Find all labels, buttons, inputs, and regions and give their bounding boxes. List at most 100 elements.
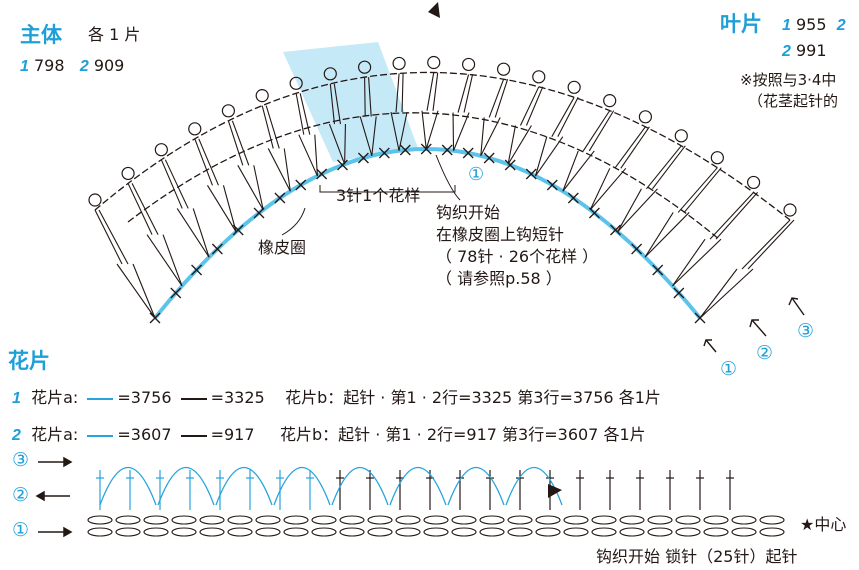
chain-stitch-mark <box>143 527 169 537</box>
reference-description: （ 请参照p.58 ） <box>436 269 562 288</box>
elastic-label: 橡皮圈 <box>258 238 307 257</box>
leaf-note-line1: ※按照与3·4中 <box>740 71 837 89</box>
treble-crochet-mark <box>557 97 579 137</box>
picot-mark <box>638 110 653 124</box>
picot-mark <box>532 70 546 84</box>
flower-row-arrows <box>35 456 73 538</box>
leaf-row1-number: 1 <box>782 17 791 34</box>
treble-crochet-mark <box>709 192 754 240</box>
double-crochet-mark <box>206 185 237 233</box>
chain-stitch-mark <box>311 527 337 537</box>
treble-crochet-mark <box>333 83 341 125</box>
double-crochet-mark <box>425 110 439 150</box>
flower-start-label: 钩织开始 锁针（25针）起针 <box>596 547 798 566</box>
treble-crochet-mark <box>614 126 646 169</box>
treble-crochet-mark <box>299 93 311 135</box>
treble-crochet-mark <box>551 97 575 137</box>
petal-arch-mark <box>447 466 505 506</box>
picot-mark <box>188 122 202 136</box>
chain-stitch-mark <box>759 527 785 537</box>
treble-crochet-mark <box>231 120 250 166</box>
treble-crochet-mark <box>494 79 509 118</box>
leaf-row2: 2 991 <box>782 43 827 60</box>
chain-stitch-mark <box>479 527 505 537</box>
double-crochet-mark <box>132 263 156 319</box>
chain-stitch-mark <box>591 527 617 537</box>
petal-arch-mark <box>505 466 563 506</box>
treble-crochet-mark <box>620 126 650 169</box>
single-crochet-mark <box>441 144 453 156</box>
treble-crochet-mark <box>488 79 505 118</box>
combo2-number: 2 <box>79 58 89 75</box>
double-crochet-mark <box>672 238 722 287</box>
chain-stitch-mark <box>199 515 225 525</box>
single-crochet-mark <box>170 287 182 299</box>
double-crochet-mark <box>644 212 674 258</box>
treble-crochet-mark <box>395 73 400 113</box>
arc-stitch-marks <box>94 72 795 324</box>
picot-mark <box>323 67 337 81</box>
flower-line1-black: =3325 <box>210 388 265 407</box>
picot-mark <box>567 80 581 94</box>
treble-crochet-mark <box>227 120 244 166</box>
double-crochet-mark <box>534 136 564 177</box>
double-crochet-mark <box>507 125 532 165</box>
arc-picot-marks <box>88 55 797 217</box>
pattern-repeat-label: 3针1个花样 <box>336 186 421 205</box>
chain-stitch-mark <box>423 527 449 537</box>
row-arrows <box>703 297 805 353</box>
double-crochet-mark <box>162 234 183 287</box>
leaf-title: 叶片 <box>720 11 762 36</box>
picot-mark <box>783 203 797 217</box>
treble-crochet-mark <box>265 105 280 149</box>
double-crochet-mark <box>314 134 318 177</box>
chain-stitch-mark <box>367 515 393 525</box>
treble-crochet-mark <box>747 219 795 270</box>
picot-mark <box>221 104 235 118</box>
double-crochet-mark <box>344 124 346 165</box>
chain-stitch-mark <box>675 527 701 537</box>
picot-mark <box>603 94 617 108</box>
treble-crochet-mark <box>683 167 722 213</box>
main-body-title: 主体 <box>20 22 62 47</box>
double-crochet-mark <box>480 117 501 157</box>
flower-row3-label: ③ <box>12 449 30 471</box>
chain-stitch-mark <box>87 515 113 525</box>
repeat-bracket <box>319 185 456 193</box>
arc-row2-marker: ② <box>756 342 774 364</box>
treble-crochet-mark <box>261 105 274 149</box>
double-crochet-mark <box>562 150 579 192</box>
picot-mark <box>674 129 688 143</box>
treble-crochet-mark <box>127 183 153 235</box>
picot-mark <box>746 175 761 190</box>
double-crochet-mark <box>589 167 627 211</box>
treble-crochet-mark <box>160 159 183 209</box>
combo2-code: 909 <box>93 56 125 75</box>
double-crochet-mark <box>283 148 291 192</box>
single-crochet-mark <box>462 147 474 159</box>
chain-stitch-mark <box>647 527 673 537</box>
treble-crochet-mark <box>94 209 123 265</box>
chain-stitch-mark <box>563 515 589 525</box>
chain-stitch-mark <box>479 515 505 525</box>
double-crochet-mark <box>589 168 611 211</box>
main-body-colors: 1 798 2 909 <box>20 58 124 75</box>
start-triangle-marker <box>428 2 440 18</box>
petal-arch-mark <box>331 466 389 506</box>
treble-crochet-mark <box>432 72 439 111</box>
arc-row3-marker: ③ <box>797 320 815 342</box>
chain-stitch-mark <box>367 527 393 537</box>
start-description: 在橡皮圈上钩短针 <box>436 225 565 244</box>
double-crochet-mark <box>398 111 408 151</box>
double-crochet-mark <box>617 188 642 233</box>
black-line-legend <box>180 434 207 437</box>
chain-stitch-mark <box>535 527 561 537</box>
double-crochet-mark <box>617 188 658 233</box>
single-crochet-mark <box>652 264 664 276</box>
treble-crochet-mark <box>426 72 435 111</box>
picot-mark <box>255 89 269 103</box>
chain-stitch-mark <box>451 515 477 525</box>
single-crochet-mark <box>378 147 390 159</box>
flower-line2: 2 花片a: =3607 =917 花片b：起针 · 第1 · 2行=917 第… <box>12 427 646 444</box>
